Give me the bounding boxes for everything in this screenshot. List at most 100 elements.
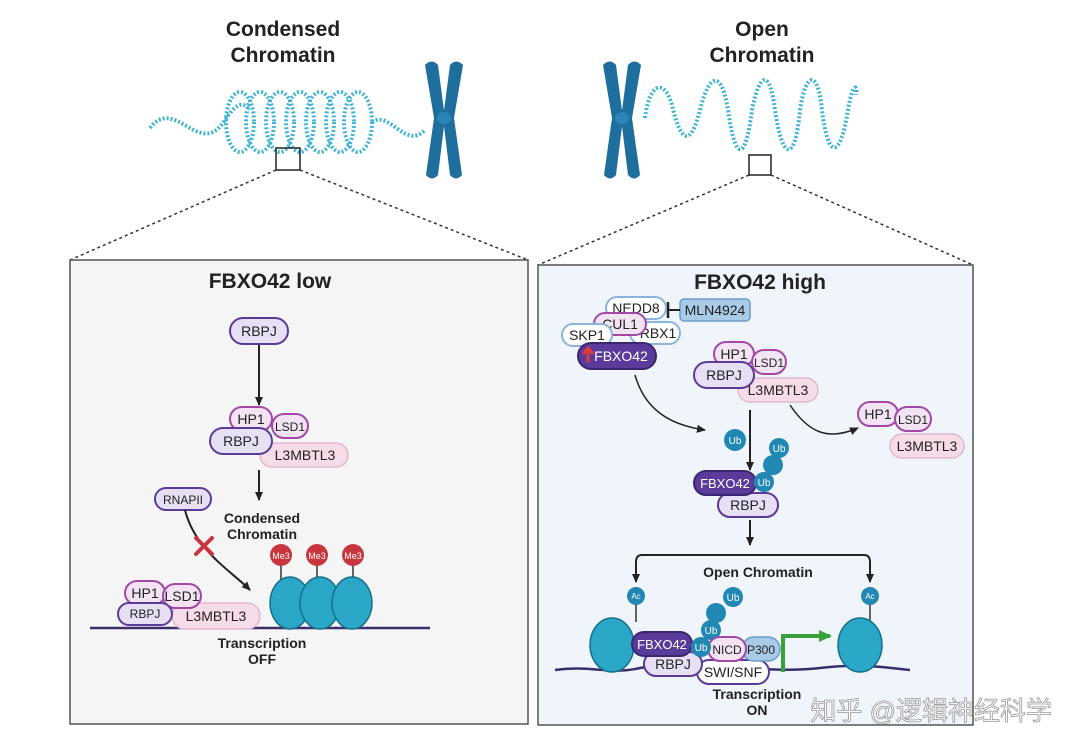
left-nucleosomes <box>269 576 373 630</box>
open-zoom-box <box>748 154 772 176</box>
bracket-arrow-left <box>632 554 750 583</box>
condensed-title-line2: Chromatin <box>231 44 336 67</box>
ub-free <box>724 429 746 451</box>
right-nucleosome-right <box>837 617 883 673</box>
left-bottom-lsd1 <box>162 583 202 609</box>
right-rbpj-mid-label: RBPJ <box>706 367 742 383</box>
right-nucleosome-left <box>589 617 635 673</box>
left-rbpj-top <box>229 317 289 345</box>
ub-bottom-1-label: Ub <box>727 593 740 604</box>
up-arrow-icon <box>581 345 595 362</box>
chromosome-left <box>425 61 463 179</box>
left-bottom-hp1-label: HP1 <box>131 585 158 601</box>
left-rnapii-arrow <box>184 509 251 591</box>
right-l3mbtl3-mid-label: L3MBTL3 <box>748 382 809 398</box>
left-bottom-lsd1-label: LSD1 <box>164 588 199 604</box>
zoom-line-left-b <box>299 169 529 261</box>
left-rbpj-top-label: RBPJ <box>241 323 277 339</box>
released-lsd1-label: LSD1 <box>898 413 928 427</box>
skp1-label: SKP1 <box>569 327 605 343</box>
open-title-line1: Open <box>735 18 789 41</box>
me3-label-2: Me3 <box>308 551 326 561</box>
transcription-on-line2: ON <box>747 702 768 718</box>
fbxo42-top-label: FBXO42 <box>594 348 648 364</box>
me3-marker-3 <box>342 544 364 566</box>
me3-label-3: Me3 <box>344 551 362 561</box>
bracket-arrow-right <box>750 554 874 583</box>
ub-chain-bottom <box>701 587 743 640</box>
condensed-title-line1: Condensed <box>226 18 340 41</box>
chromosome-right <box>603 61 641 179</box>
released-lsd1 <box>894 406 932 432</box>
left-bottom-rbpj <box>117 602 173 626</box>
me3-marker-1 <box>270 544 292 566</box>
right-lsd1-mid <box>751 349 787 375</box>
transcription-off-line1: Transcription <box>218 635 307 651</box>
zoom-line-right-a <box>537 174 750 266</box>
left-bottom-rbpj-label: RBPJ <box>130 607 161 621</box>
right-rbpj-bottom-label: RBPJ <box>655 656 691 672</box>
left-rbpj-complex-label: RBPJ <box>223 433 259 449</box>
left-rnapii <box>154 487 212 511</box>
ub-bottom-attached <box>691 637 711 657</box>
condensed-dna-coil <box>224 90 374 154</box>
ub-chain-mid <box>754 438 789 492</box>
right-panel-title: FBXO42 high <box>694 271 826 294</box>
right-lsd1-mid-label: LSD1 <box>754 356 784 370</box>
condensed-zoom-box <box>275 147 301 171</box>
ub-bottom-attached-label: Ub <box>695 643 708 654</box>
left-condensed-label-1: Condensed <box>224 510 300 526</box>
right-curve-arrow-out <box>789 404 859 435</box>
fbxo42-ub-label: FBXO42 <box>700 476 750 491</box>
me3-marker-2 <box>306 544 328 566</box>
ac-label-right: Ac <box>865 592 874 601</box>
released-hp1-label: HP1 <box>864 406 891 422</box>
condensed-dna-tail <box>370 117 427 138</box>
left-l3mbtl3-complex <box>259 442 349 468</box>
left-hp1-label: HP1 <box>237 411 264 427</box>
ac-marker-left <box>627 587 645 605</box>
left-panel <box>69 259 529 725</box>
mln4924-label: MLN4924 <box>685 302 746 318</box>
zoom-line-right-b <box>770 174 974 266</box>
right-rbpj-ub-label: RBPJ <box>730 497 766 513</box>
ub-bottom-3-label: Ub <box>705 626 718 637</box>
cul1-label: CUL1 <box>602 316 638 332</box>
left-lsd1-label: LSD1 <box>275 420 305 434</box>
ub-mid-3-label: Ub <box>773 444 786 455</box>
swisnf-label: SWI/SNF <box>704 664 762 680</box>
left-rnapii-label: RNAPII <box>163 493 203 507</box>
ac-marker-right <box>861 587 879 605</box>
rbx1-label: RBX1 <box>640 325 677 341</box>
fbxo42-top <box>577 342 657 370</box>
right-rbpj-mid <box>693 361 755 389</box>
condensed-dna-strand <box>148 102 252 136</box>
transcription-on-line1: Transcription <box>713 686 802 702</box>
p300-label: P300 <box>747 643 775 657</box>
nicd-label: NICD <box>712 643 742 657</box>
fbxo42-bottom-label: FBXO42 <box>637 637 687 652</box>
blocked-cross-icon <box>194 536 214 556</box>
open-title-line2: Chromatin <box>710 44 815 67</box>
right-hp1-mid-label: HP1 <box>720 346 747 362</box>
open-chromatin-label: Open Chromatin <box>703 564 813 580</box>
left-bottom-l3mbtl3-label: L3MBTL3 <box>186 608 247 624</box>
released-l3mbtl3 <box>889 433 965 459</box>
transcription-off-line2: OFF <box>248 651 276 667</box>
left-lsd1-complex <box>271 413 309 439</box>
open-dna-strand <box>643 78 859 152</box>
ub-mid-1-label: Ub <box>758 478 771 489</box>
me3-label-1: Me3 <box>272 551 290 561</box>
watermark: 知乎 @逻辑神经科学 <box>810 696 1052 726</box>
zoom-line-left-a <box>69 169 277 261</box>
right-curve-arrow-in <box>634 374 706 433</box>
left-condensed-label-2: Chromatin <box>227 526 297 542</box>
released-l3mbtl3-label: L3MBTL3 <box>897 438 958 454</box>
transcription-start-arrow <box>781 630 832 672</box>
left-panel-title: FBXO42 low <box>209 270 332 293</box>
ac-label-left: Ac <box>631 592 640 601</box>
right-l3mbtl3-mid <box>737 377 819 403</box>
left-rbpj-complex <box>209 427 273 455</box>
